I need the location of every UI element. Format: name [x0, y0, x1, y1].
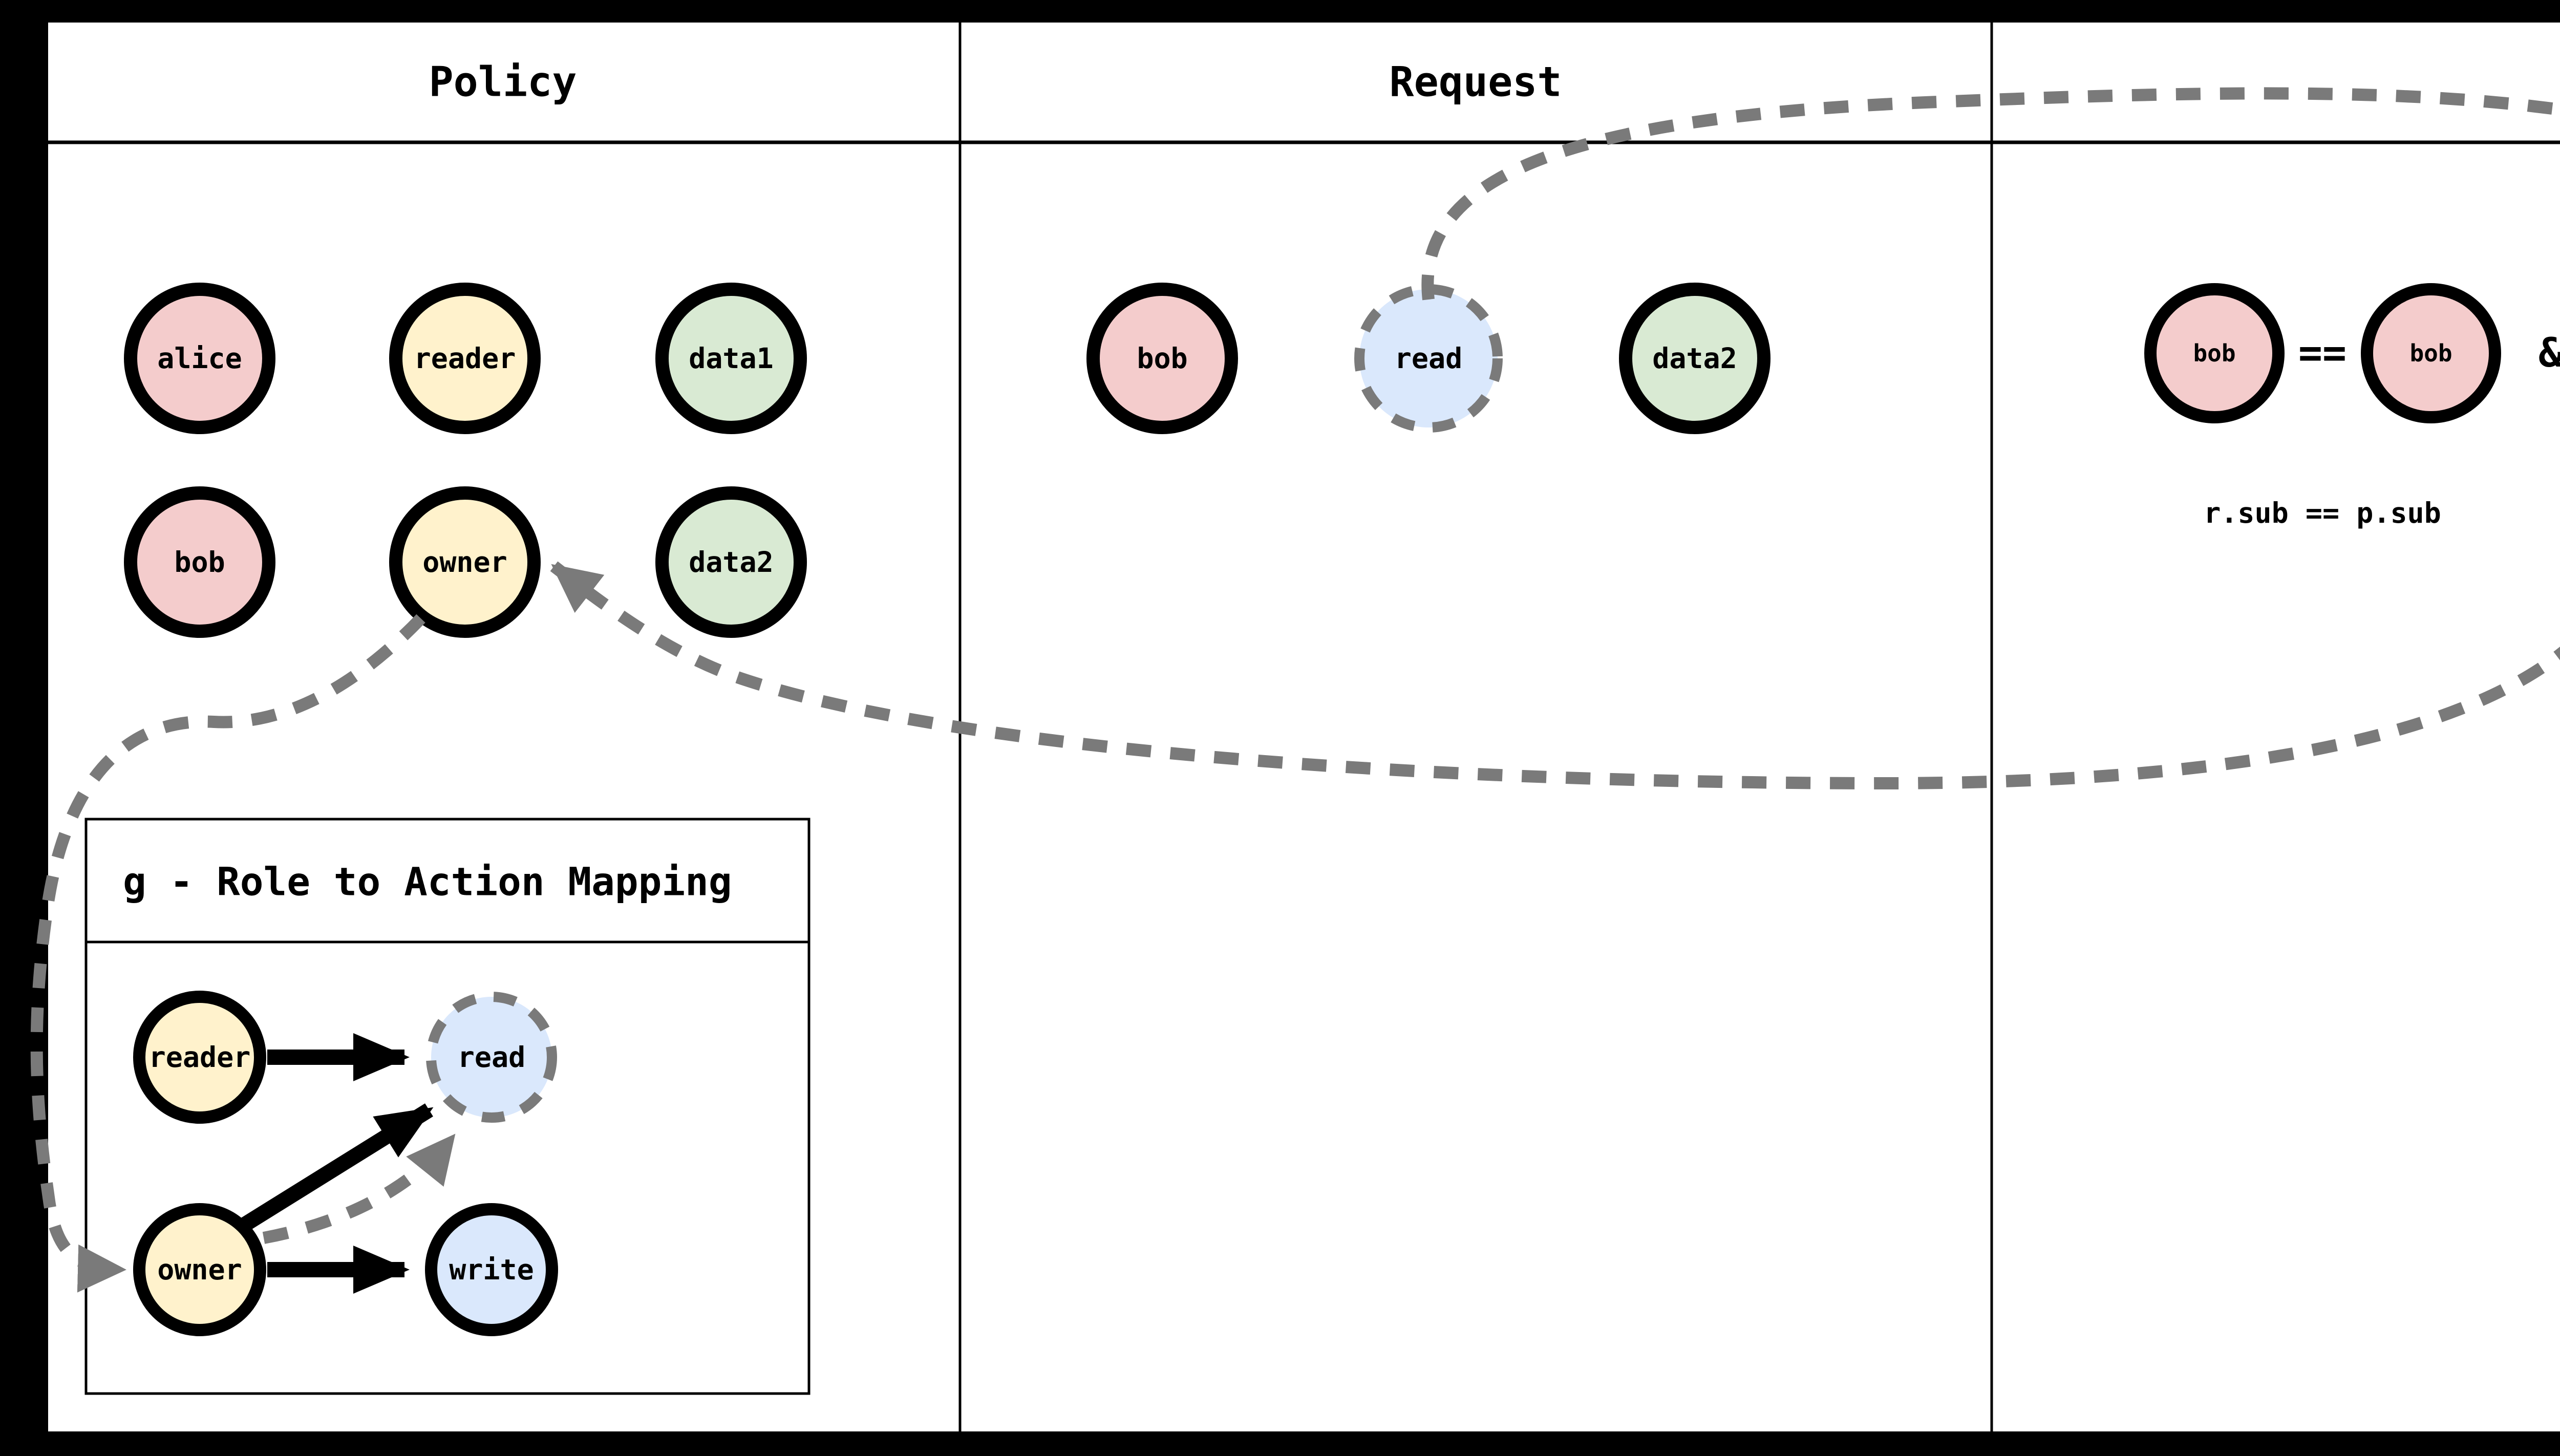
request-node-data2: data2 [1619, 283, 1770, 434]
sublabel-rsub-psub: r.sub == p.sub [2204, 497, 2441, 529]
dashed-arrow-matching-owner-to-policy-owner [550, 561, 2560, 790]
g-node-owner-label: owner [157, 1253, 242, 1286]
g-node-owner: owner [133, 1203, 266, 1336]
g-mapping-title: g - Role to Action Mapping [123, 859, 732, 905]
g-node-reader: reader [133, 991, 266, 1124]
g-node-write-label: write [449, 1253, 534, 1286]
request-node-data2-label: data2 [1652, 342, 1737, 375]
operator-eq-sub: == [2298, 330, 2346, 376]
policy-node-data2-label: data2 [689, 546, 774, 579]
matching-node-psub: bob [2361, 283, 2501, 423]
request-node-read: read [1354, 284, 1503, 433]
request-node-read-label: read [1395, 342, 1462, 375]
matching-node-rsub-label: bob [2193, 339, 2235, 367]
g-node-reader-label: reader [149, 1041, 251, 1074]
policy-node-data1: data1 [655, 283, 807, 434]
policy-node-reader-label: reader [414, 342, 516, 375]
g-node-read-label: read [458, 1041, 525, 1074]
policy-node-bob: bob [124, 486, 275, 638]
policy-header: Policy [429, 58, 577, 106]
policy-node-bob-label: bob [174, 546, 225, 579]
request-panel: bob read data2 [1086, 283, 1770, 434]
dashed-arrow-g-owner-to-g-read [262, 1132, 458, 1244]
operator-and-1: && [2538, 330, 2560, 376]
policy-node-data1-label: data1 [689, 342, 774, 375]
policy-node-alice-label: alice [157, 342, 242, 375]
g-node-write: write [425, 1203, 558, 1336]
matching-panel: bob == bob && g( owner , read ) && data2… [2144, 283, 2560, 529]
policy-node-owner: owner [389, 486, 541, 638]
policy-node-owner-label: owner [422, 546, 507, 579]
request-node-bob: bob [1086, 283, 1238, 434]
matching-node-psub-label: bob [2409, 339, 2452, 367]
arrow-owner-to-read [241, 1103, 434, 1231]
policy-node-reader: reader [389, 283, 541, 434]
policy-node-data2: data2 [655, 486, 807, 638]
policy-node-alice: alice [124, 283, 275, 434]
policy-panel: alice reader data1 bob owner data2 [124, 283, 807, 638]
g-mapping-box: g - Role to Action Mapping reader read o… [84, 818, 810, 1395]
request-node-bob-label: bob [1137, 342, 1187, 375]
dashed-arrow-request-read-to-matching-read [1421, 87, 2560, 301]
matching-node-rsub: bob [2144, 283, 2285, 423]
g-node-read: read [426, 992, 557, 1123]
request-header: Request [1389, 58, 1562, 106]
